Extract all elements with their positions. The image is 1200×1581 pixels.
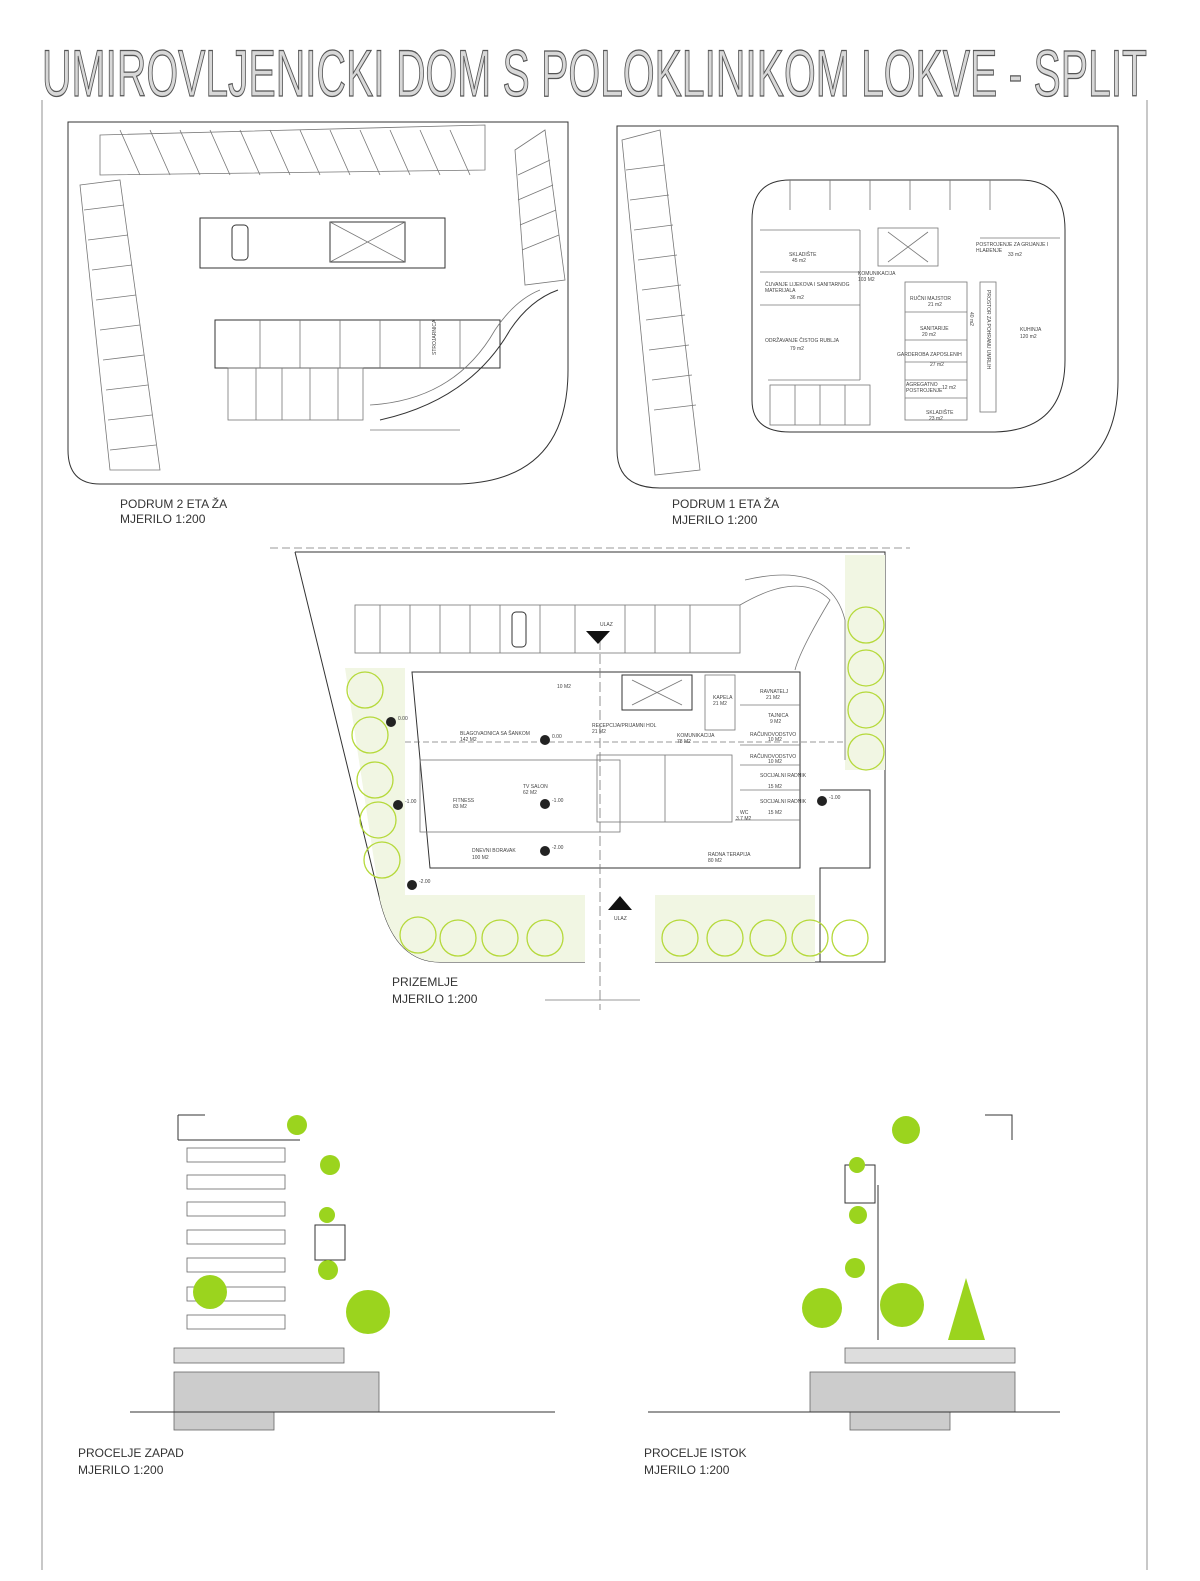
label: 9 M2 (770, 719, 781, 725)
room-label: STROJARNICA (432, 319, 438, 355)
label: DNEVNI BORAVAK (472, 848, 516, 854)
plan-name: PRIZEMLJE (392, 975, 458, 989)
label: 80 M2 (708, 858, 722, 864)
label: SKLADIŠTE (926, 409, 954, 416)
tree-icons (346, 606, 885, 957)
label: RAVNATELJ (760, 689, 789, 695)
entrance-label: ULAZ (614, 916, 627, 922)
entrance-arrow-icon (608, 896, 632, 910)
label: 120 m2 (1020, 334, 1037, 340)
label: 15 M2 (768, 784, 782, 790)
label: 20 m2 (922, 332, 936, 338)
label: 100 M2 (472, 855, 489, 861)
level-markers: 0.00 0.00 -1.00 -1.00 -2.00 -2.00 -1.00 (386, 716, 841, 890)
elevation-name: PROCELJE ISTOK (644, 1446, 746, 1460)
label: KOMUNIKACIJA (677, 733, 715, 739)
label: 27 m2 (930, 362, 944, 368)
label: ODRŽAVANJE ČISTOG RUBLJA (765, 336, 840, 344)
sheet-title: UMIROVLJENICKI DOM S POLOKLINIKOM LOKVE … (42, 36, 1147, 110)
label: 21 M2 (766, 695, 780, 701)
label: RADNA TERAPIJA (708, 852, 751, 858)
label: 3.7 M2 (736, 816, 752, 822)
label: 21 M2 (592, 729, 606, 735)
label: KUHINJA (1020, 327, 1042, 333)
label: GARDEROBA ZAPOSLENIH (897, 352, 962, 358)
label: SANITARIJE (920, 326, 949, 332)
label: POSTROJENJE ZA GRIJANJE I (976, 242, 1048, 248)
plan-podrum-2: STROJARNICA PODRUM 2 ETA ŽA MJERILO 1:20… (67, 121, 569, 526)
tree-icons (193, 1115, 390, 1334)
label: KAPELA (713, 695, 733, 701)
label: PROSTOR ZA POHRANU UMRLIH (985, 290, 991, 369)
label: -2.00 (419, 879, 431, 885)
label: MATERIJALA (765, 288, 796, 294)
label: ČUVANJE LIJEKOVA I SANITARNOG (765, 281, 850, 288)
label: 15 M2 (768, 810, 782, 816)
label: SOCIJALNI RADNIK (760, 773, 807, 779)
label: 0.00 (552, 734, 562, 740)
elevation-scale: MJERILO 1:200 (78, 1463, 164, 1477)
tree-icons (802, 1116, 985, 1340)
label: SOCIJALNI RADNIK (760, 799, 807, 805)
label: -2.00 (552, 845, 564, 851)
label: FITNESS (453, 798, 475, 804)
label: HLAĐENJE (976, 248, 1003, 254)
entrance-arrow-icon (586, 631, 610, 644)
label: -1.00 (552, 798, 564, 804)
label: 21 M2 (713, 701, 727, 707)
elevation-west: PROCELJE ZAPAD MJERILO 1:200 (78, 1114, 555, 1477)
plan-name: PODRUM 1 ETA ŽA (672, 496, 779, 511)
label: TV SALON (523, 784, 548, 790)
label: SKLADIŠTE (789, 251, 817, 258)
label: 33 m2 (1008, 252, 1022, 258)
label: 10 M2 (768, 737, 782, 743)
car-icon (231, 224, 249, 261)
elevation-name: PROCELJE ZAPAD (78, 1446, 184, 1460)
label: 142 M2 (460, 737, 477, 743)
label: BLAGOVAONICA SA ŠANKOM (460, 730, 530, 737)
label: 10 M2 (768, 759, 782, 765)
label: KOMUNIKACIJA (858, 271, 896, 277)
label: 62 M2 (523, 790, 537, 796)
label: 83 M2 (453, 804, 467, 810)
label: 78 M2 (677, 739, 691, 745)
label: 12 m2 (942, 385, 956, 391)
label: 40 m2 (968, 312, 974, 326)
label: RAČUNOVODSTVO (750, 753, 796, 760)
label: 10 M2 (557, 684, 571, 690)
label: 23 m2 (929, 416, 943, 422)
plan-scale: MJERILO 1:200 (120, 512, 206, 526)
label: 79 m2 (790, 346, 804, 352)
car-icon (511, 611, 527, 648)
label: POSTROJENJE (906, 388, 943, 394)
plan-name: PODRUM 2 ETA ŽA (120, 496, 227, 511)
label: 21 m2 (928, 302, 942, 308)
label: RUČNI MAJSTOR (910, 295, 951, 302)
plan-scale: MJERILO 1:200 (392, 992, 478, 1006)
label: -1.00 (405, 799, 417, 805)
elevation-scale: MJERILO 1:200 (644, 1463, 730, 1477)
label: RAČUNOVODSTVO (750, 731, 796, 738)
entrance-label: ULAZ (600, 622, 613, 628)
label: 45 m2 (792, 258, 806, 264)
label: -1.00 (829, 795, 841, 801)
label: TAJNICA (768, 713, 789, 719)
label: 36 m2 (790, 295, 804, 301)
label: 103 M2 (858, 277, 875, 283)
label: 0.00 (398, 716, 408, 722)
plan-scale: MJERILO 1:200 (672, 513, 758, 527)
label: RECEPCIJA/PRIJAMNI HOL (592, 723, 657, 729)
elevation-east: PROCELJE ISTOK MJERILO 1:200 (644, 1114, 1060, 1477)
label: AGREGATNO (906, 382, 938, 388)
label: WC (740, 810, 749, 816)
